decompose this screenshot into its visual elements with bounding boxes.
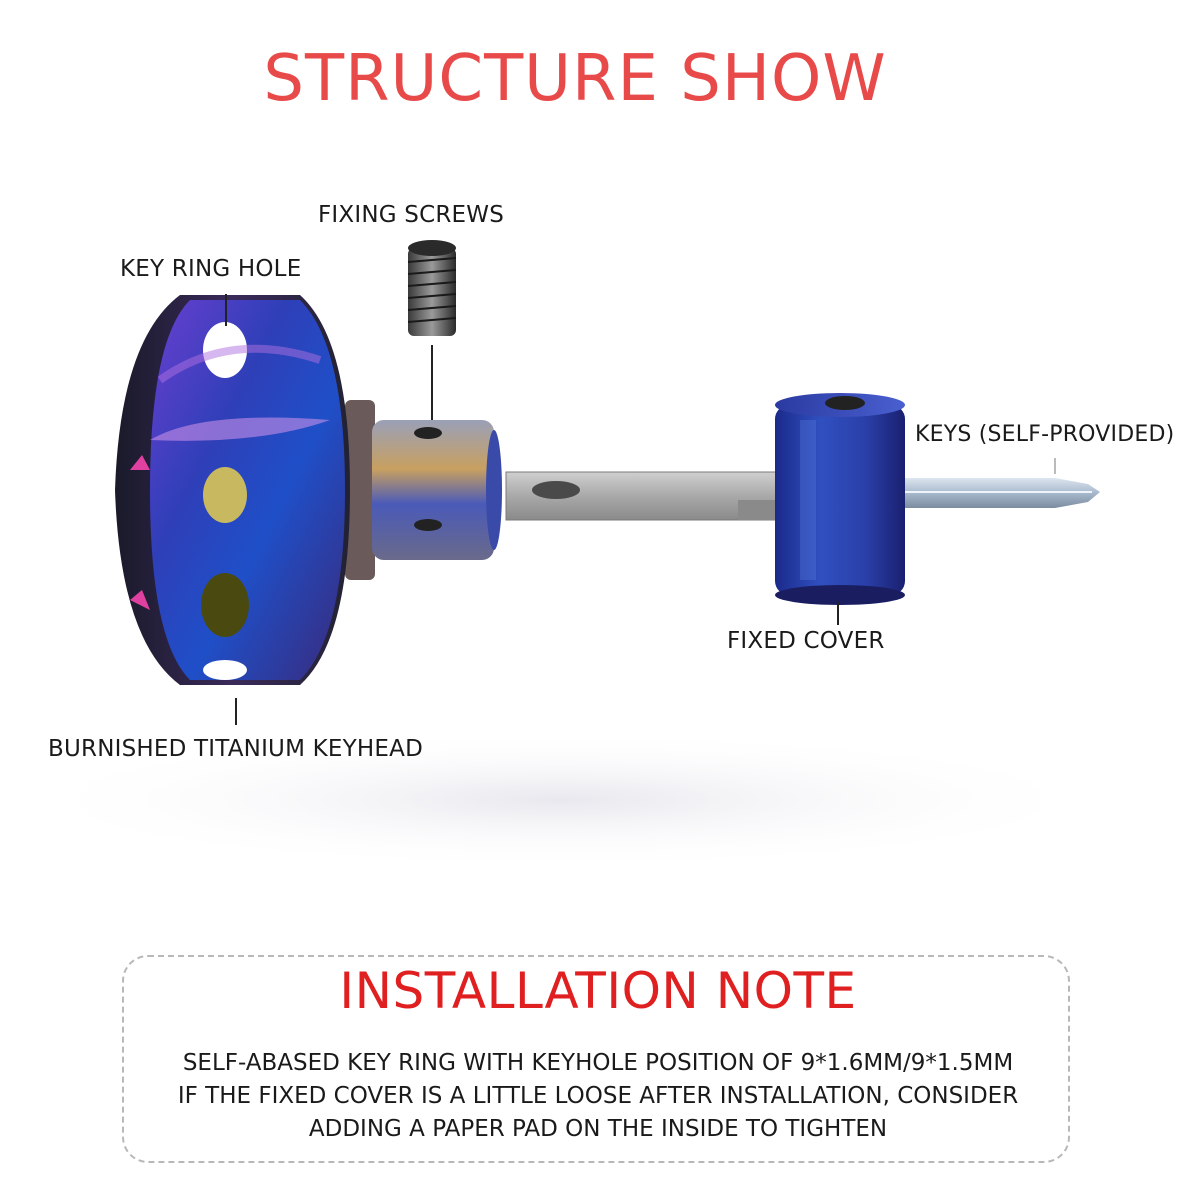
label-keyhead: BURNISHED TITANIUM KEYHEAD xyxy=(48,736,423,762)
label-fixed-cover: FIXED COVER xyxy=(727,628,885,654)
installation-note-line: ADDING A PAPER PAD ON THE INSIDE TO TIGH… xyxy=(308,1116,888,1142)
installation-note-box xyxy=(122,955,1070,1163)
titanium-keyhead-icon xyxy=(115,295,350,685)
label-fixing-screws: FIXING SCREWS xyxy=(318,202,505,228)
keyblade-plate-icon xyxy=(505,471,779,521)
label-keys: KEYS (SELF-PROVIDED) xyxy=(915,422,1175,447)
label-key-ring-hole: KEY RING HOLE xyxy=(120,256,302,282)
fixing-screw-icon xyxy=(407,240,457,336)
installation-note-line: IF THE FIXED COVER IS A LITTLE LOOSE AFT… xyxy=(177,1083,1019,1109)
page-title: STRUCTURE SHOW xyxy=(263,42,887,116)
floor-shadow xyxy=(0,730,1120,870)
fixed-cover-icon xyxy=(775,393,905,605)
keyhead-shaft-icon xyxy=(345,400,502,580)
installation-note-line: SELF-ABASED KEY RING WITH KEYHOLE POSITI… xyxy=(182,1050,1014,1076)
key-blade-icon xyxy=(905,478,1100,508)
key-assembly-illustration xyxy=(0,240,1120,870)
installation-note-title: INSTALLATION NOTE xyxy=(339,962,857,1020)
